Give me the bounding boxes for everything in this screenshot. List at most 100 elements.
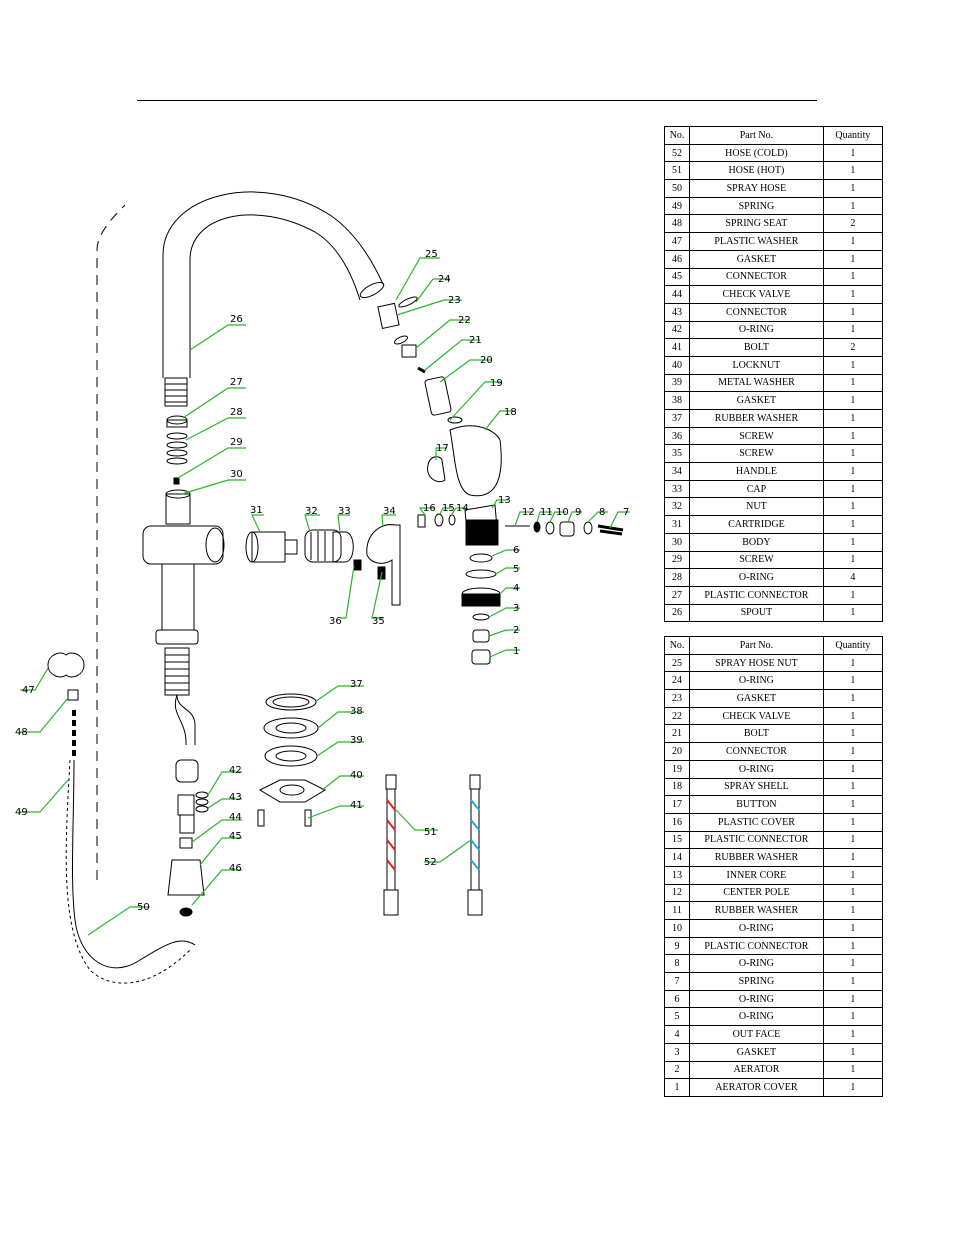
cell-no: 34: [663, 462, 691, 481]
cell-part-name: SCREW: [689, 550, 824, 570]
cell-part-name: CHECK VALVE: [689, 285, 824, 304]
cell-quantity: 1: [822, 848, 884, 867]
part-30-body: [142, 489, 225, 783]
cell-quantity: 1: [822, 936, 884, 956]
cell-quantity: 1: [822, 1025, 884, 1044]
cell-no: 3: [663, 1042, 691, 1062]
cell-part-name: PLASTIC CONNECTOR: [689, 830, 824, 850]
cell-part-name: CONNECTOR: [689, 742, 824, 761]
cell-part-name: BOLT: [689, 338, 824, 357]
callout-21: 21: [469, 335, 482, 346]
cell-quantity: 1: [822, 267, 884, 287]
callout-30: 30: [230, 469, 243, 480]
callout-36: 36: [329, 616, 342, 627]
callout-38: 38: [350, 706, 363, 717]
callout-35: 35: [372, 616, 385, 627]
callout-32: 32: [305, 506, 318, 517]
cell-part-name: SPOUT: [689, 603, 824, 623]
cell-quantity: 1: [822, 196, 884, 216]
cell-quantity: 1: [822, 1060, 884, 1080]
cell-no: 30: [663, 532, 691, 552]
cell-no: 33: [663, 479, 691, 499]
cell-quantity: 1: [822, 550, 884, 570]
cell-no: 47: [663, 232, 691, 251]
callout-42: 42: [229, 765, 242, 776]
cell-part-name: SPRAY HOSE: [689, 179, 824, 198]
callout-22: 22: [458, 315, 471, 326]
cell-no: 16: [663, 812, 691, 832]
cell-part-name: HOSE (HOT): [689, 161, 824, 181]
part-51-hose-hot: [383, 774, 399, 916]
cell-quantity: 1: [822, 653, 884, 673]
cell-quantity: 1: [822, 391, 884, 410]
cell-part-name: GASKET: [689, 249, 824, 269]
cell-no: 11: [663, 901, 691, 920]
callout-9: 9: [575, 507, 581, 518]
cell-no: 6: [663, 989, 691, 1009]
cell-quantity: 1: [822, 919, 884, 938]
cell-part-name: RUBBER WASHER: [689, 409, 824, 428]
cell-no: 2: [663, 1060, 691, 1080]
cell-no: 37: [663, 409, 691, 428]
cell-part-name: NUT: [689, 497, 824, 517]
header-rule: [137, 100, 817, 101]
cell-quantity: 1: [822, 585, 884, 605]
callout-18: 18: [504, 407, 517, 418]
callout-23: 23: [448, 295, 461, 306]
cell-quantity: 1: [822, 1042, 884, 1062]
cell-part-name: GASKET: [689, 1042, 824, 1062]
col-header-no: No.: [663, 636, 691, 655]
cell-no: 7: [663, 972, 691, 991]
cell-no: 42: [663, 320, 691, 340]
cell-part-name: O-RING: [689, 320, 824, 340]
callout-41: 41: [350, 800, 363, 811]
callout-34: 34: [383, 506, 396, 517]
col-header-part: Part No.: [689, 636, 824, 655]
cell-no: 44: [663, 285, 691, 304]
callout-7: 7: [623, 507, 629, 518]
cell-no: 31: [663, 515, 691, 534]
cell-quantity: 1: [822, 143, 884, 163]
cell-quantity: 1: [822, 462, 884, 481]
callout-39: 39: [350, 735, 363, 746]
callout-2: 2: [513, 625, 519, 636]
callout-26: 26: [230, 314, 243, 325]
cell-part-name: O-RING: [689, 671, 824, 691]
cell-part-name: RUBBER WASHER: [689, 848, 824, 867]
cell-quantity: 1: [822, 1078, 884, 1097]
part-1-6: [461, 553, 501, 665]
cell-no: 15: [663, 830, 691, 850]
cell-quantity: 1: [822, 285, 884, 304]
part-17-25: [377, 296, 502, 497]
cell-quantity: 1: [822, 742, 884, 761]
cell-no: 10: [663, 919, 691, 938]
callout-50: 50: [137, 902, 150, 913]
cell-quantity: 1: [822, 355, 884, 375]
cell-no: 41: [663, 338, 691, 357]
cell-no: 24: [663, 671, 691, 691]
cell-no: 46: [663, 249, 691, 269]
part-49-50: [65, 204, 196, 984]
cell-part-name: CARTRIDGE: [689, 515, 824, 534]
callout-49: 49: [15, 807, 28, 818]
cell-quantity: 1: [822, 603, 884, 623]
